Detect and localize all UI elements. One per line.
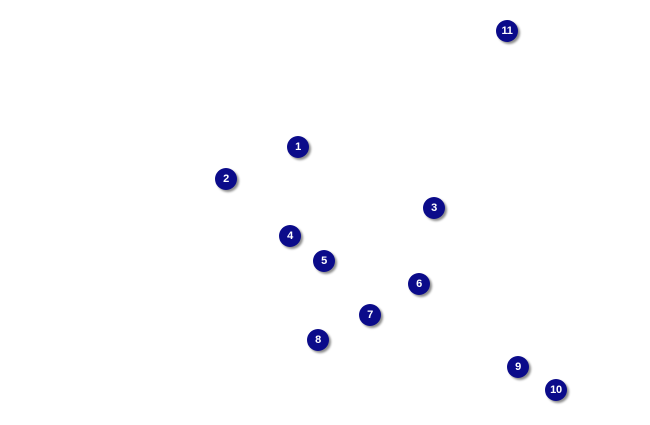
map-marker-4[interactable]: 4 [279, 225, 301, 247]
map-marker-7[interactable]: 7 [359, 304, 381, 326]
marker-number-label: 2 [223, 172, 229, 185]
marker-number-label: 7 [367, 308, 373, 321]
map-marker-1[interactable]: 1 [287, 136, 309, 158]
map-marker-3[interactable]: 3 [423, 197, 445, 219]
marker-number-label: 5 [321, 254, 327, 267]
marker-number-label: 8 [315, 333, 321, 346]
map-marker-11[interactable]: 11 [496, 20, 518, 42]
map-marker-2[interactable]: 2 [215, 168, 237, 190]
map-marker-10[interactable]: 10 [545, 379, 567, 401]
map-marker-5[interactable]: 5 [313, 250, 335, 272]
marker-number-label: 9 [515, 360, 521, 373]
marker-number-label: 6 [416, 277, 422, 290]
map-marker-6[interactable]: 6 [408, 273, 430, 295]
marker-number-label: 10 [550, 383, 562, 396]
map-marker-8[interactable]: 8 [307, 329, 329, 351]
map-marker-9[interactable]: 9 [507, 356, 529, 378]
marker-number-label: 4 [287, 229, 293, 242]
marker-number-label: 3 [431, 201, 437, 214]
marker-number-label: 1 [295, 140, 301, 153]
marker-number-label: 11 [501, 24, 513, 37]
